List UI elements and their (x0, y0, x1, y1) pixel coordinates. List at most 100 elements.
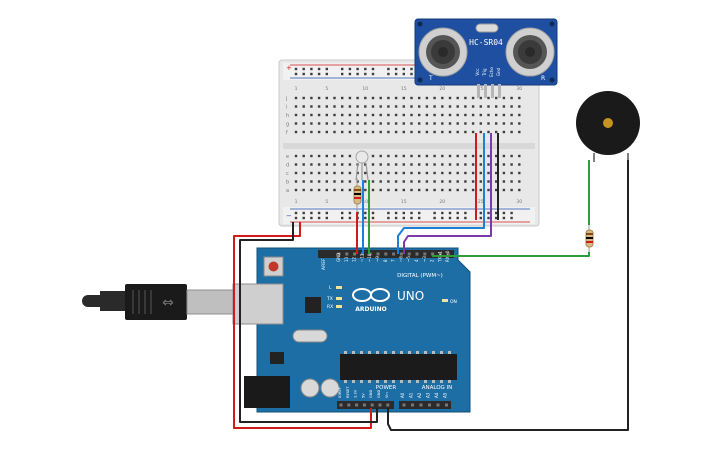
rx-led-label: RX (327, 304, 333, 310)
usb-metal-shell (186, 289, 234, 315)
board-model-label: UNO (397, 289, 424, 303)
row-letter: f (286, 130, 288, 136)
sensor-pin-label: Echo (489, 67, 494, 77)
wire-purple-sensor-echo[interactable] (403, 133, 492, 254)
column-number: 30 (516, 199, 522, 205)
digital-pin-label: GND (336, 253, 341, 262)
breadboard-holes (294, 67, 521, 220)
analog-section-label: ANALOG IN (422, 385, 453, 391)
wire-green-buzzer-signal[interactable] (432, 252, 590, 257)
sensor-receiver (505, 27, 555, 77)
row-letter: i (286, 105, 287, 111)
sensor-corner-left: T (428, 75, 433, 82)
tx-led-label: TX (326, 296, 333, 302)
row-letter: d (286, 163, 289, 169)
buzzer-resistor[interactable] (585, 225, 594, 252)
sensor-pin-label: Trig (482, 68, 487, 77)
led-resistor[interactable] (353, 178, 362, 212)
digital-pin-label: ~10 (367, 253, 372, 262)
digital-pin-label: 4 (414, 259, 419, 262)
column-number: 30 (516, 86, 522, 92)
reset-button-cap (268, 261, 279, 272)
aref-label: AREF (321, 258, 327, 270)
usb-icon: ⇔ (162, 295, 174, 311)
column-number: 5 (325, 86, 328, 92)
sensor-crystal (475, 23, 499, 33)
on-led (442, 299, 448, 302)
column-number: 20 (439, 199, 445, 205)
digital-pin-label: 7 (391, 259, 396, 262)
digital-pin-label: 2 (430, 259, 435, 262)
digital-pin-label: 12 (352, 256, 357, 262)
rgb-led[interactable] (355, 150, 369, 181)
wire-blue-sensor-trig[interactable] (397, 133, 485, 254)
tx-led (336, 297, 342, 300)
digital-pin-label: ~6 (398, 256, 403, 262)
column-number: 1 (295, 199, 298, 205)
usb-chip (305, 297, 321, 313)
usb-cable[interactable]: ⇔ (82, 284, 234, 320)
digital-pin-label: 13 (344, 256, 349, 262)
chip-legs (344, 351, 451, 383)
analog-pin-label: A5 (443, 392, 448, 398)
sensor-pin-label: Vcc (475, 68, 480, 75)
sensor-model-label: HC-SR04 (469, 38, 503, 47)
column-number: 10 (362, 199, 368, 205)
column-number: 20 (439, 86, 445, 92)
row-letter: c (286, 171, 289, 177)
digital-pin-label: ~5 (406, 256, 411, 262)
analog-header[interactable] (399, 401, 451, 409)
power-pin-label: IOREF (338, 387, 342, 398)
column-number: 15 (401, 86, 407, 92)
power-pin-label: GND (369, 390, 373, 398)
center-trench (283, 143, 535, 149)
power-pin-label: 3.3V (354, 389, 358, 398)
usb-plug (125, 284, 187, 320)
column-number: 10 (362, 86, 368, 92)
wire-red-5v[interactable] (233, 222, 372, 429)
column-number: 15 (401, 199, 407, 205)
digital-pin-label: ~11 (359, 253, 364, 262)
power-pin-label: 5V (361, 393, 365, 398)
wire-black-gnd[interactable] (239, 222, 378, 423)
column-number: 1 (295, 86, 298, 92)
sensor-pin-legs (477, 84, 501, 98)
column-number: 5 (325, 199, 328, 205)
row-letter: e (286, 154, 289, 160)
l-led (336, 286, 342, 289)
analog-pin-label: A4 (434, 392, 439, 398)
header-holes (337, 252, 450, 407)
column-number: 25 (478, 86, 484, 92)
atmega-chip (340, 354, 457, 380)
wire-black-buzzer-gnd[interactable] (387, 160, 629, 431)
on-led-label: ON (450, 299, 457, 305)
row-letter: a (286, 188, 289, 194)
analog-pin-label: A2 (417, 392, 422, 398)
voltage-regulator (270, 352, 284, 364)
row-letter: b (286, 180, 289, 186)
digital-pin-label: ~9 (375, 256, 380, 262)
arduino-logo (352, 288, 390, 302)
row-letter: g (286, 122, 289, 128)
sensor-pin-label: Gnd (496, 67, 501, 76)
digital-pin-label: ~3 (422, 256, 427, 262)
sensor-corner-right: R (541, 75, 545, 82)
rail-plus-label: + (286, 64, 292, 72)
board-crystal (292, 329, 328, 343)
digital-pin-label: 8 (383, 259, 388, 262)
piezo-buzzer[interactable] (576, 91, 640, 162)
sensor-transmitter (418, 27, 468, 77)
power-pin-label: Vin (385, 392, 389, 398)
buzzer-center (603, 118, 613, 128)
power-section-label: POWER (376, 385, 397, 391)
digital-section-label: DIGITAL (PWM~) (397, 273, 443, 279)
power-pin-label: GND (377, 390, 381, 398)
analog-pin-label: A0 (400, 392, 405, 398)
